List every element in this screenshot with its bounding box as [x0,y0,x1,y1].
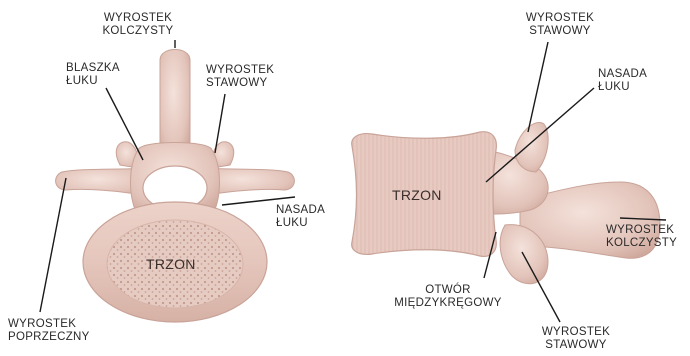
side-view-vertebra [352,122,660,283]
label-text: OTWÓR [394,284,502,297]
label-text: MIĘDZYKRĘGOWY [394,297,502,310]
leader-transverse [40,178,66,312]
label-text: WYROSTEK [520,12,600,25]
label-text: WYROSTEK [536,326,616,339]
side-articular-top [515,122,548,172]
top-view-vertebra [56,50,295,323]
label-text: ŁUKU [598,81,647,94]
label-spinous-top: WYROSTEK KOLCZYSTY [98,12,178,38]
label-text: STAWOWY [536,339,616,352]
label-foramen-side: OTWÓR MIĘDZYKRĘGOWY [394,284,502,310]
label-text: WYROSTEK [606,224,677,237]
label-transverse: WYROSTEK POPRZECZNY [8,318,90,344]
label-text: STAWOWY [520,25,600,38]
label-body-side: TRZON [392,187,442,203]
label-text: NASADA [276,204,325,217]
label-text: KOLCZYSTY [606,237,677,250]
label-text: BLASZKA [66,62,120,75]
label-text: STAWOWY [206,77,274,90]
label-lamina: BLASZKA ŁUKU [66,62,120,88]
label-pedicle-top: NASADA ŁUKU [276,204,325,230]
label-articular-side-bottom: WYROSTEK STAWOWY [536,326,616,352]
spinous-process [160,50,190,159]
label-body-top: TRZON [146,256,196,272]
label-text: WYROSTEK [8,318,90,331]
label-text: WYROSTEK [98,12,178,25]
label-text: NASADA [598,68,647,81]
label-text: ŁUKU [66,75,120,88]
leader-articular-side-top [528,42,548,132]
label-spinous-side: WYROSTEK KOLCZYSTY [606,224,677,250]
label-articular-top: WYROSTEK STAWOWY [206,64,274,90]
label-text: ŁUKU [276,217,325,230]
label-text: POPRZECZNY [8,331,90,344]
label-articular-side-top: WYROSTEK STAWOWY [520,12,600,38]
label-pedicle-side: NASADA ŁUKU [598,68,647,94]
label-text: KOLCZYSTY [98,25,178,38]
label-text: WYROSTEK [206,64,274,77]
